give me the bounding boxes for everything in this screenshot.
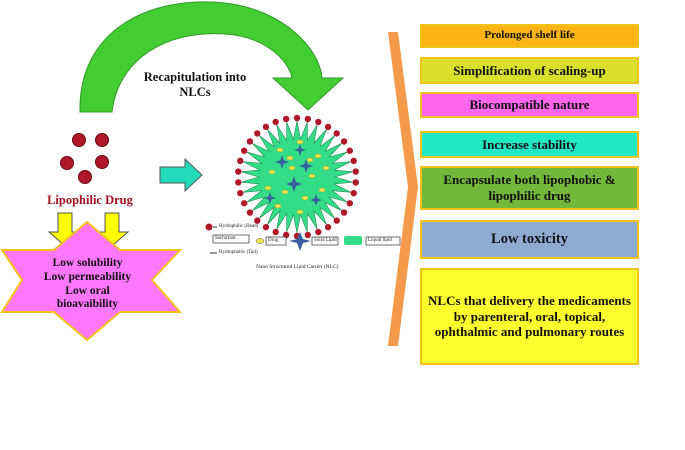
surfactant-head: [340, 209, 348, 216]
drug-molecule: [306, 157, 314, 163]
surfactant-head: [350, 189, 357, 197]
surfactant-head: [293, 114, 301, 122]
problem-oral: Low oral: [65, 284, 110, 297]
drug-molecule: [276, 147, 284, 153]
surfactant-head: [352, 179, 359, 186]
surfactant-head: [262, 123, 270, 131]
legend-hydrophilic: Hydrophilic (Head): [219, 224, 259, 229]
drug-molecule: [322, 165, 330, 171]
drug-molecule: [301, 195, 309, 201]
legend-head-icon: [205, 223, 213, 231]
surfactant-head: [346, 200, 354, 207]
problems-star: [0, 220, 183, 342]
nlc-body: [241, 120, 353, 234]
surfactant-head: [340, 138, 348, 145]
surfactant-head: [235, 179, 242, 186]
problem-permeability: Low permeability: [43, 270, 132, 283]
drug-molecule: [288, 165, 296, 171]
legend-liquid-lipid-box: [365, 236, 401, 246]
surfactant-head: [272, 228, 279, 236]
benefit-delivery-routes: NLCs that delivery the medicaments by pa…: [420, 268, 639, 365]
problems-text: Low solubility Low permeability Low oral…: [25, 257, 150, 312]
legend-hydrophobic: Hydrophobic (Tail): [219, 250, 258, 255]
drug-dot: [78, 170, 92, 184]
surfactant-head: [315, 228, 322, 236]
legend-solid-lipid: Solid Lipid: [314, 238, 337, 243]
surfactant-head: [282, 231, 290, 239]
surfactant-head: [237, 189, 244, 197]
drug-label: Lipophilic Drug: [47, 193, 133, 207]
solid-lipid-star: [286, 176, 302, 192]
surfactant-head: [240, 200, 248, 207]
surfactant-head: [246, 209, 254, 216]
problem-bioavailability: bioavaibility: [56, 298, 119, 311]
drug-dot: [95, 155, 109, 169]
benefit-biocompatible: Biocompatible nature: [420, 92, 639, 118]
surfactant-head: [333, 130, 340, 137]
drug-molecule: [296, 139, 304, 145]
solid-lipid-star: [299, 159, 313, 173]
right-arrow: [159, 157, 203, 193]
drug-molecule: [268, 169, 276, 175]
legend-solid-lipid-box: [311, 236, 339, 246]
surfactant-head: [246, 138, 254, 145]
solid-lipid-star: [294, 144, 306, 156]
legend-surfactant-box: [212, 234, 250, 244]
surfactant-head: [304, 115, 312, 123]
drug-molecule: [296, 209, 304, 215]
drug-molecule: [314, 153, 322, 159]
surfactant-head: [324, 223, 332, 231]
benefit-scaling-up: Simplification of scaling-up: [420, 57, 639, 84]
solid-lipid-star: [310, 194, 322, 206]
drug-molecule: [264, 185, 272, 191]
legend-surfactant: Surfactant: [215, 236, 236, 241]
surfactant-head: [304, 231, 312, 239]
legend-liquid-lipid: Liquid lipid: [368, 238, 392, 243]
drug-dot: [60, 156, 74, 170]
recap-label: Recapitulation into NLCs: [143, 70, 247, 99]
drug-molecule: [286, 155, 294, 161]
surfactant-head: [254, 130, 261, 137]
drug-molecule: [274, 203, 282, 209]
surfactant-head: [324, 123, 332, 131]
surfactant-head: [352, 168, 359, 175]
surfactant-head: [254, 217, 261, 224]
legend-liquid-lipid-icon: [344, 236, 362, 245]
surfactant-head: [315, 118, 322, 126]
nlc-caption: Nano Structured Lipid Carrier (NLC): [256, 264, 339, 270]
solid-lipid-star: [275, 155, 289, 169]
surfactant-head: [262, 223, 270, 231]
legend-drug-icon: [255, 238, 265, 244]
benefit-encapsulate: Encapsulate both lipophobic & lipophilic…: [420, 166, 639, 210]
benefit-low-toxicity: Low toxicity: [420, 220, 639, 259]
surfactant-head: [235, 168, 242, 175]
legend-drug-box: [265, 236, 287, 246]
surfactant-head: [240, 147, 248, 154]
bracket-arrow: [388, 32, 418, 346]
drug-dot: [95, 133, 109, 147]
legend-icons: [205, 223, 401, 254]
legend-solid-lipid-icon: [289, 232, 311, 251]
problem-solubility: Low solubility: [52, 257, 123, 269]
surfactant-head: [333, 217, 340, 224]
surfactant-head: [346, 147, 354, 154]
surfactant-head: [282, 115, 290, 123]
solid-lipid-star: [264, 192, 276, 204]
benefit-shelf-life: Prolonged shelf life: [420, 24, 639, 48]
surfactant-head: [272, 118, 279, 126]
legend-drug: Drug: [268, 238, 279, 243]
surfactant-head: [237, 157, 244, 165]
drug-molecule: [281, 189, 289, 195]
curved-arrow: [79, 1, 345, 113]
drug-molecule: [318, 187, 326, 193]
nlc-particle: [235, 114, 359, 240]
benefit-stability: Increase stability: [420, 131, 639, 158]
drug-molecule: [308, 173, 316, 179]
drug-dots: [60, 133, 109, 184]
drug-dot: [72, 133, 86, 147]
surfactant-head: [350, 157, 357, 165]
